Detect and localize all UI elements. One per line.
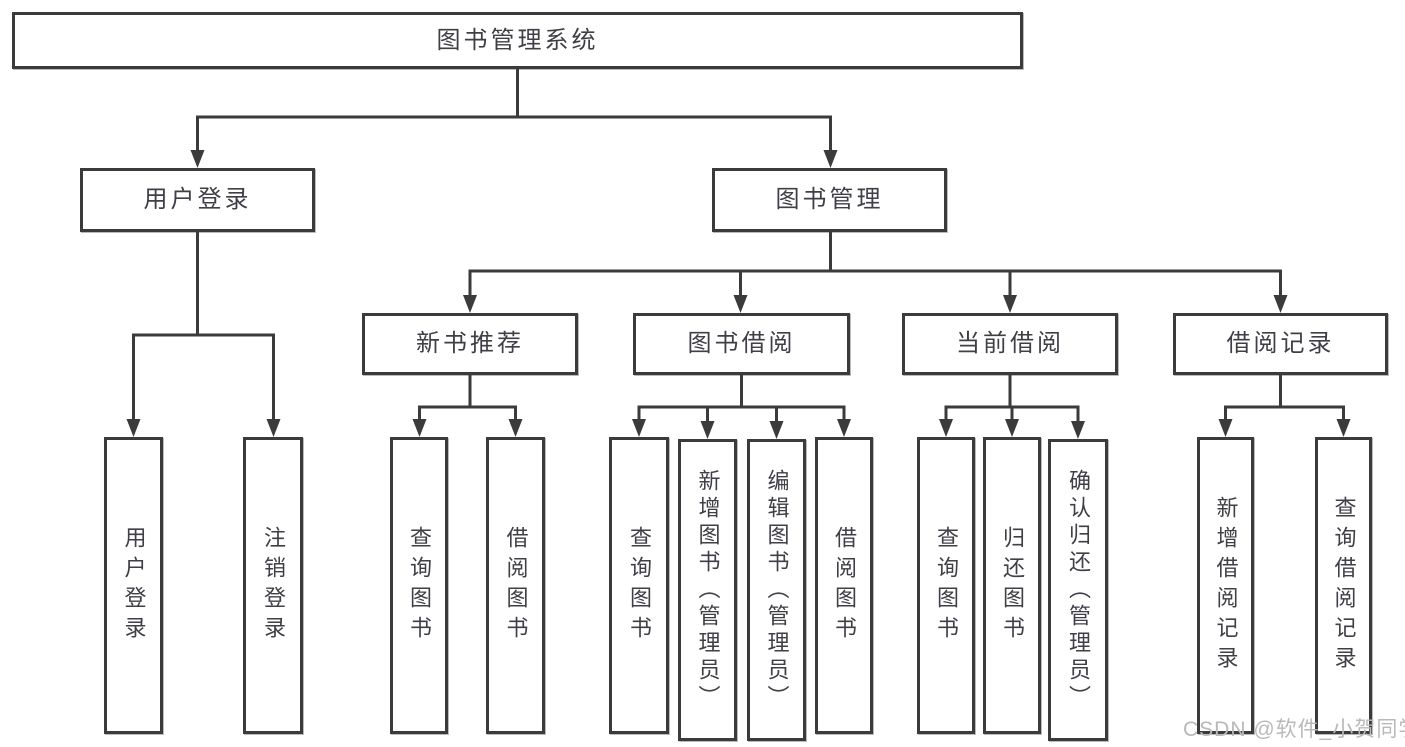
- leaf-query-books-recommend: 查询图书: [390, 437, 448, 734]
- node-label: 用户登录: [143, 186, 252, 213]
- leaf-query-books-borrow: 查询图书: [609, 437, 669, 734]
- leaf-label: 查询图书: [934, 525, 959, 646]
- leaf-label: 编辑图书（管理员）: [764, 468, 790, 712]
- leaf-user-login: 用户登录: [104, 437, 163, 734]
- leaf-add-borrow-record: 新增借阅记录: [1197, 437, 1254, 734]
- leaf-query-books-current: 查询图书: [917, 437, 975, 734]
- leaf-logout: 注销登录: [243, 437, 303, 734]
- leaf-add-books-admin: 新增图书（管理员）: [678, 439, 737, 741]
- leaf-label: 查询借阅记录: [1331, 495, 1357, 676]
- leaf-label: 新增借阅记录: [1213, 495, 1239, 676]
- node-label: 借阅记录: [1226, 330, 1335, 357]
- node-book-borrowing: 图书借阅: [633, 313, 850, 375]
- node-label: 新书推荐: [416, 330, 524, 357]
- node-root-system: 图书管理系统: [12, 12, 1023, 69]
- node-label: 当前借阅: [956, 330, 1064, 357]
- leaf-query-borrow-record: 查询借阅记录: [1315, 437, 1372, 734]
- leaf-label: 查询图书: [627, 525, 652, 646]
- node-new-book-recommendation: 新书推荐: [362, 313, 578, 375]
- leaf-confirm-return-admin: 确认归还（管理员）: [1048, 439, 1108, 741]
- node-user-login-module: 用户登录: [80, 168, 315, 232]
- leaf-label: 注销登录: [261, 525, 286, 646]
- node-root-label: 图书管理系统: [436, 26, 599, 54]
- leaf-label: 用户登录: [121, 525, 147, 646]
- leaf-borrow-books-recommend: 借阅图书: [486, 437, 545, 734]
- node-book-management-module: 图书管理: [712, 168, 947, 232]
- leaf-edit-books-admin: 编辑图书（管理员）: [747, 439, 806, 741]
- node-current-borrowing: 当前借阅: [902, 313, 1118, 375]
- leaf-label: 确认归还（管理员）: [1066, 468, 1091, 712]
- node-label: 图书管理: [775, 186, 884, 213]
- leaf-label: 借阅图书: [503, 525, 529, 646]
- leaf-label: 借阅图书: [832, 525, 857, 646]
- leaf-label: 归还图书: [1000, 525, 1025, 646]
- node-borrowing-records: 借阅记录: [1173, 313, 1388, 375]
- node-label: 图书借阅: [687, 330, 796, 357]
- csdn-watermark: CSDN @软件_小贺同学: [1183, 718, 1405, 741]
- leaf-label: 查询图书: [407, 525, 432, 646]
- leaf-borrow-books: 借阅图书: [815, 437, 873, 734]
- leaf-return-books: 归还图书: [983, 437, 1041, 734]
- leaf-label: 新增图书（管理员）: [695, 468, 721, 712]
